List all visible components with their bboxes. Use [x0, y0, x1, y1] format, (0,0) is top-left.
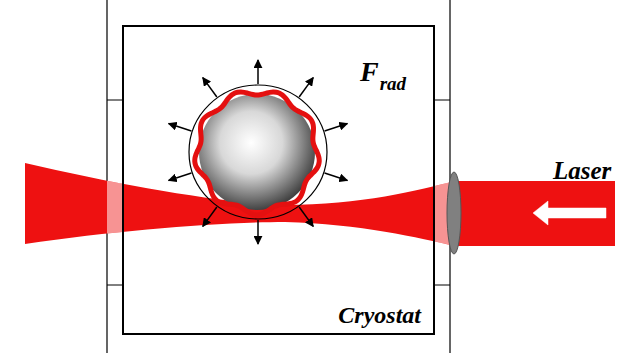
cryostat-label: Cryostat — [338, 303, 421, 327]
cryostat-wall — [107, 0, 450, 353]
cryostat-box: Cryostat — [122, 25, 435, 335]
force-arrow — [325, 173, 348, 180]
direction-arrow — [533, 201, 606, 225]
beam-window — [25, 163, 615, 246]
laser-label: Laser — [553, 158, 611, 183]
force-arrow — [299, 207, 313, 226]
force-arrow — [257, 220, 259, 244]
radiation-force-arrows — [169, 60, 348, 244]
force-subscript: rad — [380, 74, 406, 93]
force-arrow — [169, 124, 192, 131]
force-arrow — [299, 78, 313, 97]
force-arrow — [203, 207, 217, 226]
lens — [447, 172, 461, 254]
deformation-outline — [195, 92, 319, 215]
force-arrow — [169, 173, 192, 180]
shell — [189, 85, 327, 219]
force-symbol: F — [360, 58, 379, 86]
force-arrow — [257, 60, 259, 84]
laser-beam — [25, 163, 615, 246]
force-arrow — [203, 78, 217, 97]
force-arrow — [325, 124, 348, 131]
